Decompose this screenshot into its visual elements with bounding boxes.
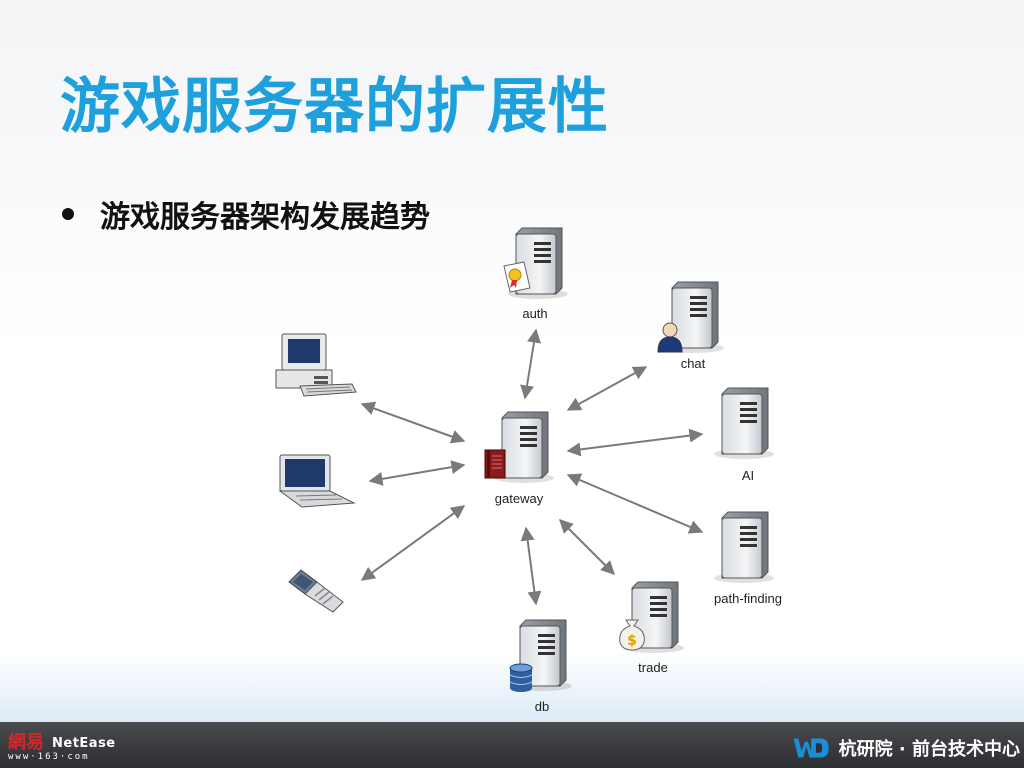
pathfinding-server-icon [713, 511, 775, 584]
trade-label: trade [638, 660, 668, 675]
desktop-computer-icon [275, 333, 357, 397]
laptop-icon [278, 454, 356, 508]
arrow-gateway-auth [520, 328, 541, 400]
book-icon [484, 449, 506, 479]
mobile-phone-icon [288, 569, 344, 613]
user-icon [657, 322, 683, 353]
gateway-label: gateway [495, 491, 544, 506]
arrow-gateway-desktop [360, 401, 466, 444]
certificate-icon [503, 261, 531, 293]
ai-label: AI [742, 468, 754, 483]
auth-label: auth [522, 306, 547, 321]
arrow-gateway-ai [566, 428, 704, 457]
bullet-dot [62, 208, 74, 220]
pathfinding-label: path-finding [714, 591, 782, 606]
hangyan-text: 杭研院 · 前台技术中心 [838, 739, 1020, 760]
netease-url-text: www·163·com [8, 752, 90, 762]
wd-logo-icon [793, 738, 829, 758]
ai-server-icon [713, 387, 775, 460]
arrow-gateway-laptop [368, 460, 466, 486]
arrow-gateway-pathfinding [566, 473, 704, 534]
netease-cn-text: 網易 [8, 732, 44, 753]
netease-logo: 網易 NetEase www·163·com [8, 728, 118, 764]
db-label: db [535, 699, 549, 714]
arrow-gateway-mobile [360, 505, 466, 581]
database-icon [509, 663, 533, 692]
slide-title: 游戏服务器的扩展性 [60, 72, 609, 142]
bullet-item: 游戏服务器架构发展趋势 [60, 192, 430, 236]
hangyan-logo: 杭研院 · 前台技术中心 [792, 732, 1020, 764]
arrow-gateway-db [520, 526, 542, 606]
footer-bar [0, 722, 1024, 768]
svg-text:$: $ [627, 633, 637, 649]
arrow-gateway-chat [566, 366, 648, 411]
arrow-gateway-trade [559, 519, 615, 575]
netease-en-text: NetEase [52, 736, 116, 751]
money-bag-icon: $ [619, 619, 645, 651]
chat-label: chat [681, 356, 706, 371]
bullet-text: 游戏服务器架构发展趋势 [100, 200, 430, 235]
